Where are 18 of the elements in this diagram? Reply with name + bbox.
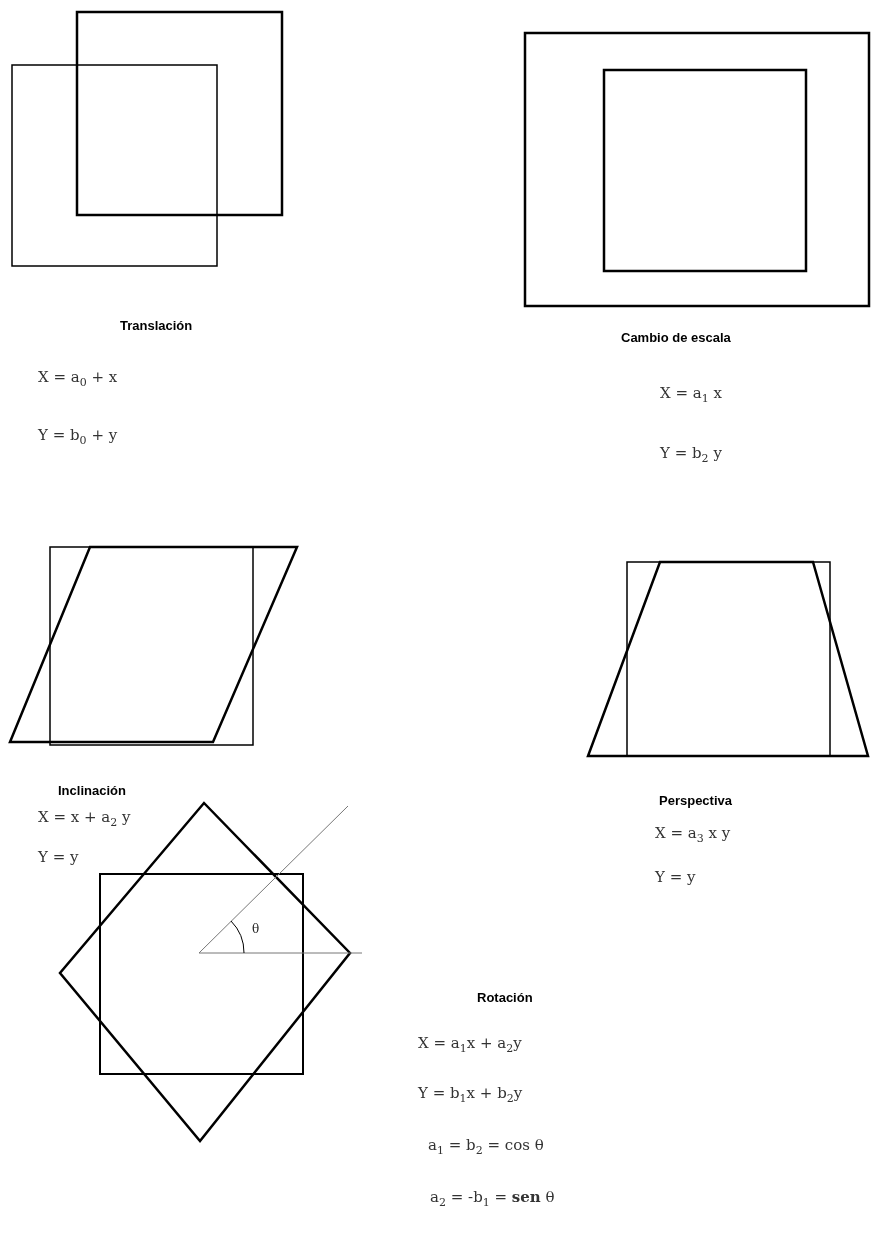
- equation: Y = y: [655, 868, 696, 886]
- angle-label: θ: [252, 922, 260, 936]
- equation: Y = b$_{0}$ + y: [38, 426, 118, 447]
- equation: Y = b$_{2}$ y: [660, 444, 722, 465]
- transform-title: Translación: [120, 318, 193, 333]
- transform-title: Cambio de escala: [621, 330, 731, 345]
- equation: a$_{1}$ = b$_{2}$ = cos θ: [428, 1136, 544, 1157]
- equation: X = x + a$_{2}$ y: [38, 808, 131, 829]
- transform-title: Perspectiva: [659, 793, 732, 808]
- equation: X = a$_{1}$x + a$_{2}$y: [418, 1034, 522, 1055]
- equation: X = a$_{0}$ + x: [38, 368, 118, 389]
- equation: X = a$_{3}$ x y: [655, 824, 731, 845]
- transform-title: Inclinación: [58, 783, 126, 798]
- equation: Y = y: [38, 848, 79, 866]
- equation: Y = b$_{1}$x + b$_{2}$y: [418, 1084, 523, 1105]
- equation: X = a$_{1}$ x: [660, 384, 722, 405]
- equation: a$_{2}$ = -b$_{1}$ = sen θ: [430, 1188, 555, 1209]
- transform-title: Rotación: [477, 990, 533, 1005]
